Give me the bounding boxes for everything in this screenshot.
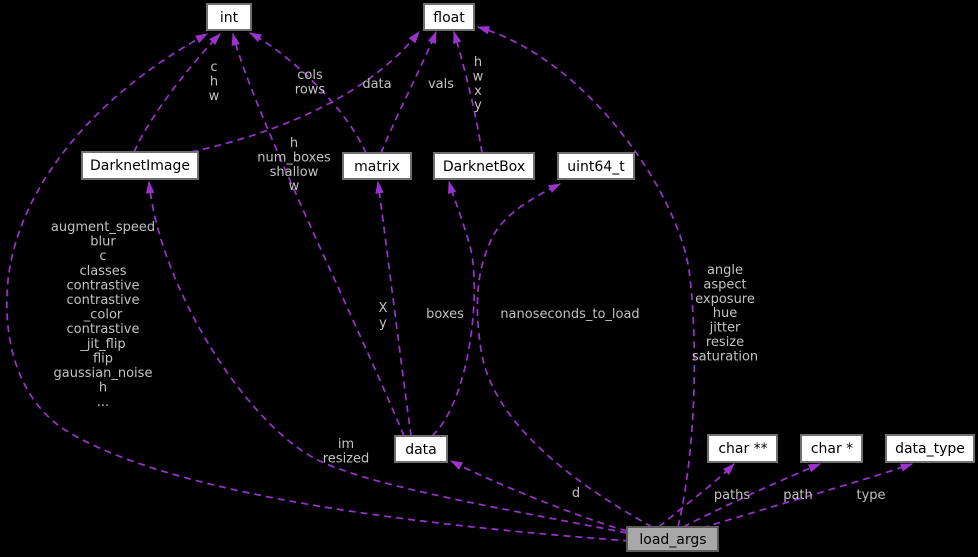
edge-loadargs-float	[476, 26, 696, 528]
edge-loadargs-darknetimage	[145, 180, 628, 534]
node-int-label: int	[220, 10, 239, 26]
node-char-ptr[interactable]: char *	[800, 434, 863, 463]
node-darknetimage[interactable]: DarknetImage	[81, 151, 199, 180]
node-darknetbox[interactable]: DarknetBox	[433, 152, 535, 180]
node-darknetbox-label: DarknetBox	[443, 159, 525, 175]
edge-label-d: d	[572, 486, 580, 501]
edge-label-nanoseconds-to-load: nanoseconds_to_load	[500, 307, 639, 322]
edge-loadargs-charptrptr	[658, 463, 735, 528]
node-data-label: data	[405, 442, 437, 458]
edge-label-data: data	[362, 77, 391, 92]
node-load-args-label: load_args	[639, 532, 706, 548]
edge-label-paths: paths	[714, 488, 751, 503]
node-char-ptr-ptr[interactable]: char **	[707, 434, 778, 463]
node-float-label: float	[433, 10, 465, 26]
edge-darknetimage-int	[133, 33, 221, 153]
node-data-type-label: data_type	[895, 441, 965, 457]
node-int[interactable]: int	[206, 3, 252, 31]
edge-loadargs-charptr	[682, 463, 822, 528]
edge-darknetbox-float	[453, 30, 483, 154]
node-load-args[interactable]: load_args	[626, 526, 719, 552]
edge-label-type: type	[856, 488, 885, 503]
edge-darknetimage-float	[190, 31, 420, 153]
edge-loadargs-uint64	[476, 183, 653, 528]
node-data-type[interactable]: data_type	[885, 434, 975, 463]
node-float[interactable]: float	[423, 3, 475, 31]
edge-matrix-float	[380, 30, 437, 154]
node-uint64-t[interactable]: uint64_t	[557, 152, 635, 180]
edge-data-darknetbox	[431, 180, 476, 437]
node-char-ptr-label: char *	[811, 441, 853, 457]
node-matrix[interactable]: matrix	[342, 152, 412, 180]
node-matrix-label: matrix	[354, 159, 400, 175]
edge-data-int	[231, 32, 405, 437]
node-darknetimage-label: DarknetImage	[90, 158, 190, 174]
edge-data-matrix	[375, 180, 412, 437]
edge-loadargs-data	[449, 460, 628, 532]
edge-matrix-int	[248, 32, 367, 154]
edge-label-vals: vals	[428, 77, 454, 92]
node-data[interactable]: data	[394, 435, 448, 463]
node-char-ptr-ptr-label: char **	[718, 441, 767, 457]
node-uint64-t-label: uint64_t	[567, 159, 625, 175]
edge-label-path: path	[783, 488, 813, 503]
edge-loadargs-datatype	[701, 463, 914, 529]
edge-label-boxes: boxes	[426, 307, 464, 322]
